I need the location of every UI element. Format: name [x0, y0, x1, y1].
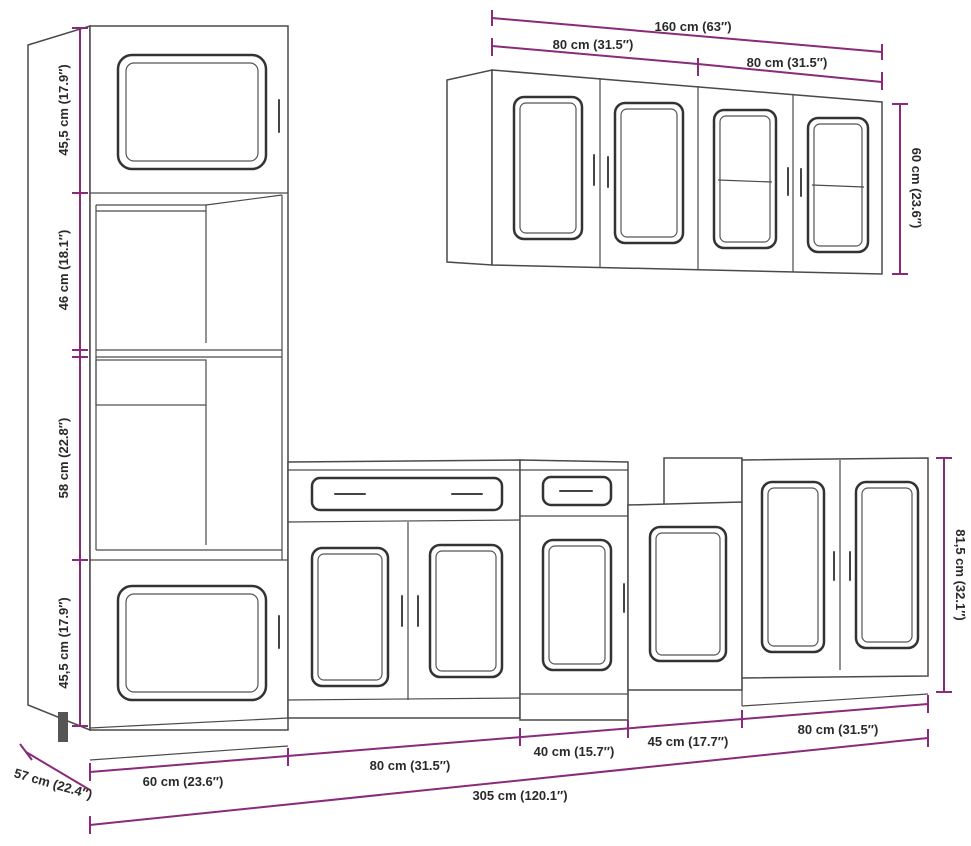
label-width-dishwasher: 45 cm (17.7″): [648, 734, 729, 749]
label-tall-h3: 58 cm (22.8″): [56, 418, 71, 499]
wall-cabinets: [446, 69, 883, 275]
dimension-lines: [19, 10, 952, 834]
label-tall-h4: 45,5 cm (17.9″): [56, 597, 71, 689]
label-width-last: 80 cm (31.5″): [798, 722, 879, 737]
label-top-total-width: 160 cm (63″): [654, 19, 731, 34]
label-base-height: 81,5 cm (32.1″): [953, 529, 968, 621]
label-top-right-width: 80 cm (31.5″): [747, 55, 828, 70]
label-top-height: 60 cm (23.6″): [909, 148, 924, 229]
tall-cabinet: [27, 24, 289, 761]
label-tall-h1: 45,5 cm (17.9″): [56, 64, 71, 156]
label-width-drawer: 40 cm (15.7″): [534, 744, 615, 759]
label-width-sink: 80 cm (31.5″): [370, 758, 451, 773]
base-cabinets: [287, 457, 929, 721]
label-width-tall: 60 cm (23.6″): [143, 774, 224, 789]
label-tall-h2: 46 cm (18.1″): [56, 230, 71, 311]
label-depth: 57 cm (22.4″): [12, 765, 94, 802]
label-top-left-width: 80 cm (31.5″): [553, 37, 634, 52]
label-total-width: 305 cm (120.1″): [472, 788, 567, 803]
